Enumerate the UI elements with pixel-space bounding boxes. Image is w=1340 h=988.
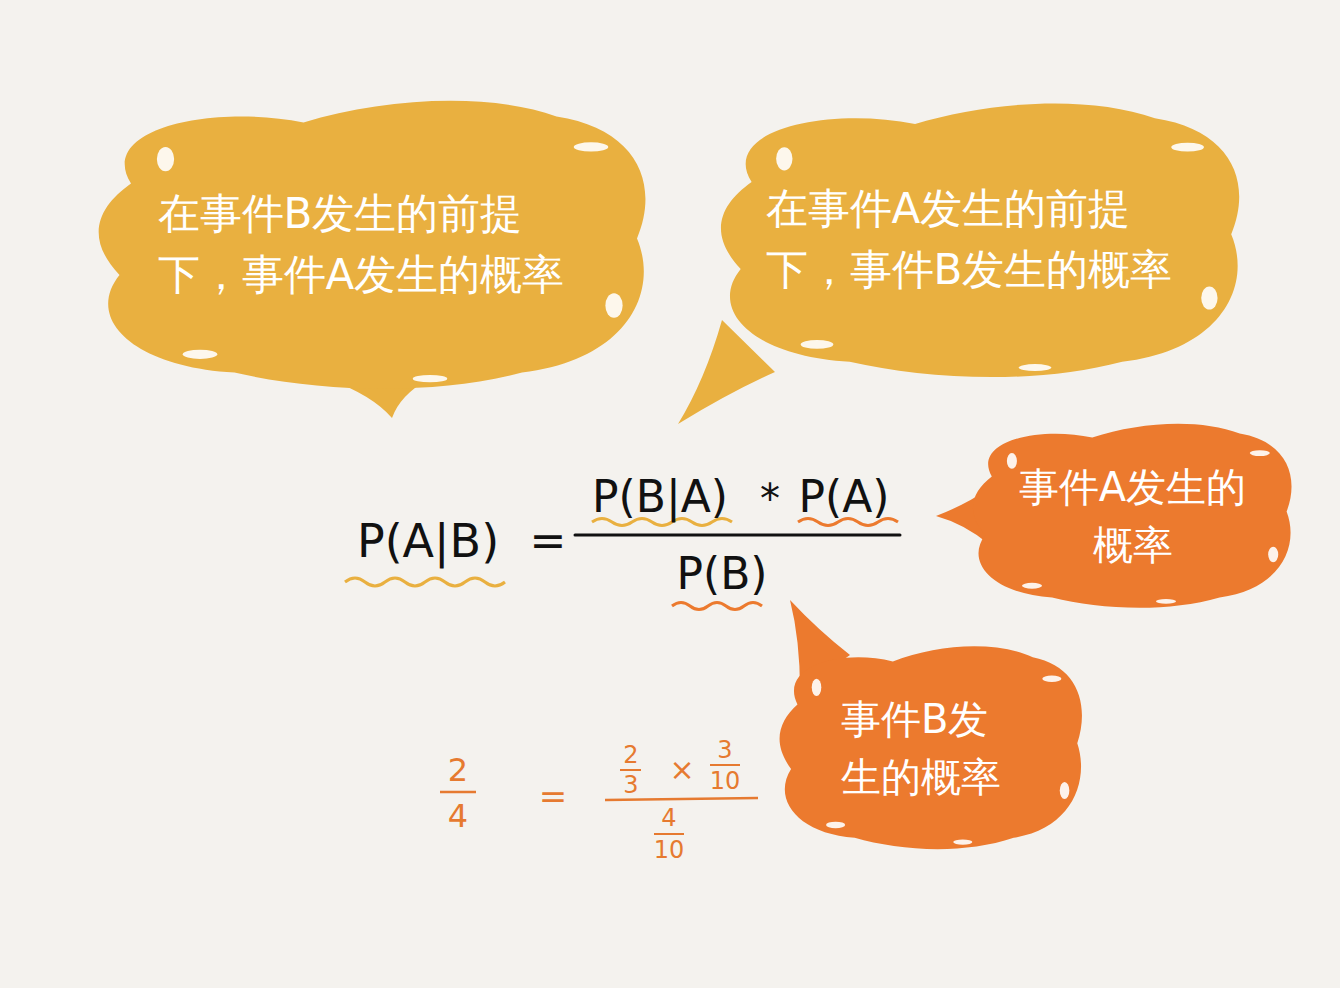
formula-text: P(B|A) [592, 475, 728, 519]
fraction-bar [620, 769, 641, 771]
bubble-text: 在事件B发生的前提下，事件A发生的概率 [158, 184, 588, 306]
speech-bubble [708, 95, 1253, 385]
bubble-text: 在事件A发生的前提下，事件B发生的概率 [766, 179, 1196, 301]
wavy-underline [798, 519, 898, 526]
speech-bubble [772, 640, 1090, 855]
fraction-bar [575, 534, 900, 537]
formula-text: 2 [448, 754, 468, 786]
formula-text: 10 [710, 769, 741, 793]
fraction-bar [710, 764, 740, 766]
bubble-text: 事件A发生的概率 [1013, 458, 1253, 574]
fraction-bar [440, 791, 476, 794]
formula-text: 3 [623, 773, 638, 797]
speech-bubble: 事件B发生的概率 [772, 640, 1090, 855]
speech-bubble [965, 418, 1300, 613]
speech-bubble [85, 92, 660, 397]
formula-text: * [760, 479, 780, 519]
formula-text: × [669, 755, 694, 785]
speech-bubble: 在事件B发生的前提下，事件A发生的概率 [85, 92, 660, 397]
fraction-bar [605, 798, 758, 800]
formula-text: P(B) [676, 552, 767, 596]
formula-text: 4 [448, 800, 468, 832]
speech-bubble: 在事件A发生的前提下，事件B发生的概率 [708, 95, 1253, 385]
formula-text: 10 [654, 838, 685, 862]
speech-bubble: 事件A发生的概率 [965, 418, 1300, 613]
bubble-text: 事件B发生的概率 [841, 690, 1021, 806]
formula-text: = [539, 779, 568, 813]
fraction-bar [654, 833, 684, 835]
formula-text: P(A|B) [357, 518, 499, 564]
wavy-underline [345, 578, 505, 586]
formula-text: P(A) [799, 475, 890, 519]
formula-text: 3 [717, 738, 732, 762]
wavy-underline [672, 603, 762, 610]
formula-text: = [530, 519, 567, 563]
formula-text: 2 [623, 743, 638, 767]
wavy-underline [592, 519, 732, 526]
formula-text: 4 [661, 806, 676, 830]
